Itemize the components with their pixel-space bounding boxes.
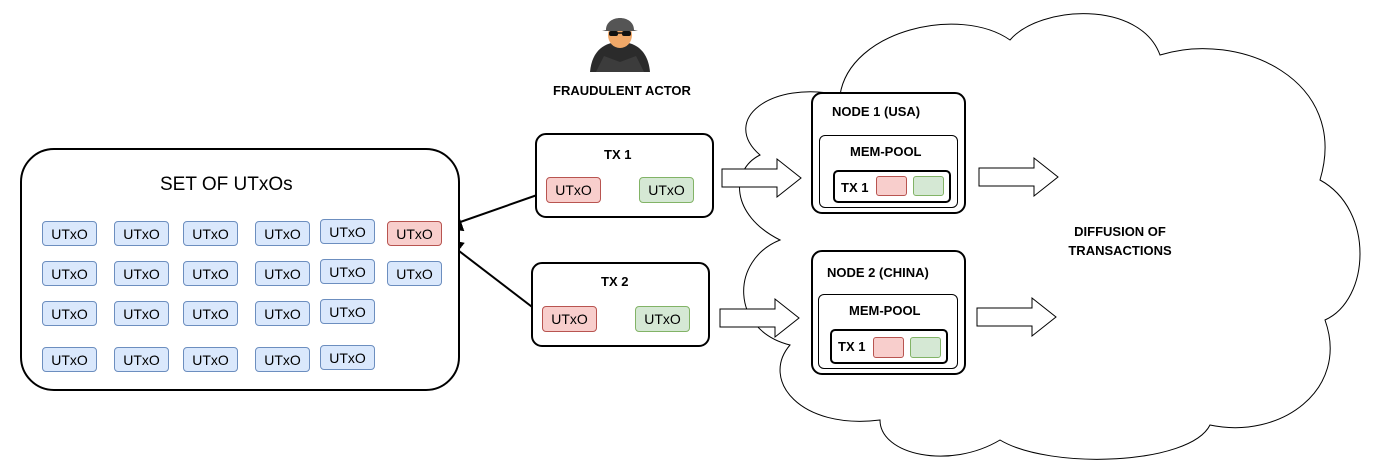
node2-tx-output [910, 337, 941, 358]
node2-diffusion-arrow [976, 296, 1057, 338]
tx1-input-utxo[interactable]: UTxO [546, 177, 601, 203]
utxo-item[interactable]: UTxO [255, 347, 310, 372]
hacker-icon [590, 18, 650, 72]
node1-title: NODE 1 (USA) [832, 104, 921, 119]
utxo-item[interactable]: UTxO [114, 347, 169, 372]
utxo-item[interactable]: UTxO [114, 221, 169, 246]
tx2-output-utxo[interactable]: UTxO [635, 306, 690, 332]
utxo-item[interactable]: UTxO [320, 299, 375, 324]
tx1-output-utxo[interactable]: UTxO [639, 177, 694, 203]
node1-diffusion-arrow [978, 156, 1059, 198]
utxo-item[interactable]: UTxO [114, 301, 169, 326]
utxo-item[interactable]: UTxO [255, 261, 310, 286]
node2-title: NODE 2 (CHINA) [827, 265, 929, 280]
node2-tx-input [873, 337, 904, 358]
tx1-spend-arrow [442, 193, 541, 232]
tx2-to-node2-arrow [719, 297, 800, 339]
diffusion-label-line1: DIFFUSION OF [1074, 224, 1166, 239]
tx1-to-node1-arrow [721, 157, 802, 199]
utxo-item[interactable]: UTxO [255, 301, 310, 326]
tx2-spend-arrow [442, 238, 541, 314]
node1-tx-input [876, 176, 907, 196]
actor-label: FRAUDULENT ACTOR [553, 83, 691, 98]
utxo-item[interactable]: UTxO [320, 345, 375, 370]
node2-mempool-label: MEM-POOL [849, 303, 921, 318]
diffusion-label-line2: TRANSACTIONS [1068, 243, 1172, 258]
utxo-item[interactable]: UTxO [42, 347, 97, 372]
diffusion-label: DIFFUSION OF TRANSACTIONS [1040, 222, 1200, 260]
node1-mempool-label: MEM-POOL [850, 144, 922, 159]
utxo-item[interactable]: UTxO [183, 301, 238, 326]
utxo-item[interactable]: UTxO [42, 261, 97, 286]
node1-tx-output [913, 176, 944, 196]
node2-tx-label: TX 1 [838, 339, 866, 354]
tx1-box[interactable] [535, 133, 714, 218]
utxo-item[interactable]: UTxO [320, 259, 375, 284]
utxo-item[interactable]: UTxO [320, 219, 375, 244]
tx2-input-utxo[interactable]: UTxO [542, 306, 597, 332]
tx1-title: TX 1 [604, 147, 632, 162]
tx2-title: TX 2 [601, 274, 629, 289]
utxo-item[interactable]: UTxO [42, 221, 97, 246]
tx2-box[interactable] [531, 262, 710, 347]
utxo-item[interactable]: UTxO [387, 261, 442, 286]
utxo-item[interactable]: UTxO [183, 221, 238, 246]
utxo-item[interactable]: UTxO [183, 347, 238, 372]
utxo-item[interactable]: UTxO [255, 221, 310, 246]
utxo-item[interactable]: UTxO [114, 261, 169, 286]
utxo-item[interactable]: UTxO [42, 301, 97, 326]
utxo-item-double-spent[interactable]: UTxO [387, 221, 442, 246]
utxo-set-title: SET OF UTxOs [160, 174, 293, 195]
node1-tx-label: TX 1 [841, 180, 869, 195]
utxo-item[interactable]: UTxO [183, 261, 238, 286]
